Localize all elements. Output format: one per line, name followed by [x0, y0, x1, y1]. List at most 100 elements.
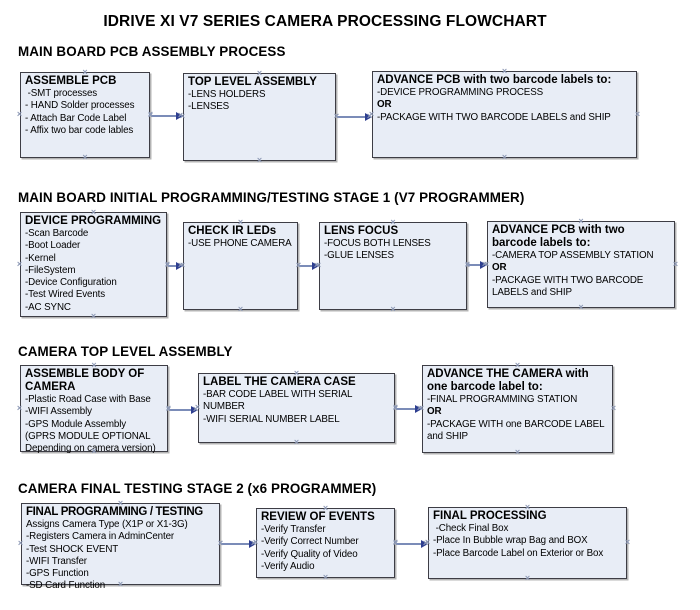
arrowhead-icon [176, 111, 183, 120]
connection-point-icon: × [390, 304, 396, 314]
box-title: ADVANCE PCB with two barcode labels to: [492, 224, 625, 249]
connection-point-icon: × [82, 152, 88, 162]
box-line: -AC SYNC [25, 301, 71, 313]
page-title: IDRIVE XI V7 SERIES CAMERA PROCESSING FL… [103, 13, 547, 30]
box-line: OR [377, 99, 392, 111]
connector-arrow: ×× [165, 261, 183, 271]
arrowhead-icon [421, 539, 428, 548]
box-line: -Scan Barcode [25, 228, 89, 239]
connection-point-icon: × [578, 302, 584, 312]
box-line: - Attach Bar Code Label [25, 112, 127, 124]
connector-arrow: ×× [334, 112, 372, 122]
section-heading-pcb-assembly: MAIN BOARD PCB ASSEMBLY PROCESS [18, 44, 286, 59]
flow-box-assemble-pcb: ASSEMBLE PCB -SMT processes - HAND Solde… [17, 68, 153, 162]
box-line: -Check Final Box [433, 523, 509, 534]
connector-line [299, 265, 314, 267]
box-title: REVIEW OF EVENTS [261, 511, 375, 523]
connection-point-icon: × [672, 258, 679, 269]
connector-arrow: ×× [296, 261, 319, 271]
box-line: -CAMERA TOP ASSEMBLY STATION [492, 250, 654, 261]
box-line: -GLUE LENSES [324, 250, 394, 262]
connection-point-icon: × [16, 258, 23, 269]
connector-line [337, 116, 367, 118]
connection-point-icon: × [237, 304, 244, 314]
box-line: - Affix two bar code lables [25, 124, 134, 136]
box-line: -GPS Module Assembly [25, 418, 127, 430]
connector-arrow: ×× [148, 111, 183, 121]
connector-arrow: ×× [393, 539, 428, 549]
box-line: -Place In Bubble wrap Bag and BOX [433, 535, 588, 547]
box-line: -WIFI Assembly [25, 406, 92, 418]
box-line: OR [427, 406, 442, 418]
flow-box-advance-camera: ADVANCE THE CAMERA with one barcode labe… [419, 361, 616, 457]
box-line: -PACKAGE WITH TWO BARCODE LABELS and SHI… [377, 111, 611, 123]
box-title: TOP LEVEL ASSEMBLY [188, 76, 317, 88]
box-title: FINAL PROGRAMMING / TESTING [26, 506, 203, 518]
box-line: -Registers Camera in AdminCenter [26, 531, 175, 543]
box-line: -Plastic Road Case with Base [25, 394, 151, 405]
flow-box-advance-pcb-stage1: ADVANCE PCB with two barcode labels to: … [369, 67, 640, 162]
flow-box-advance-pcb-stage2: ADVANCE PCB with two barcode labels to: … [484, 217, 678, 312]
box-line: OR [492, 262, 507, 274]
connection-point-icon: × [501, 152, 508, 162]
connection-point-icon: × [524, 573, 531, 583]
connector-arrow: ×× [465, 260, 487, 270]
box-line: -LENSES [188, 101, 230, 113]
box-title: FINAL PROCESSING [433, 510, 547, 522]
box-line: -Device Configuration [25, 277, 117, 289]
arrowhead-icon [176, 261, 183, 270]
box-line: -DEVICE PROGRAMMING PROCESS [377, 87, 544, 98]
connection-point-icon: × [634, 108, 641, 119]
connector-line [396, 408, 417, 410]
box-line: -FOCUS BOTH LENSES [324, 238, 431, 249]
box-line: - HAND Solder processes [25, 100, 135, 112]
connection-point-icon: × [293, 437, 300, 447]
box-line: -Place Barcode Label on Exterior or Box [433, 547, 604, 559]
box-line: -FINAL PROGRAMMING STATION [427, 394, 578, 405]
flow-box-review-of-events: REVIEW OF EVENTS -Verify Transfer -Verif… [253, 504, 398, 582]
box-line: -WIFI SERIAL NUMBER LABEL [203, 413, 340, 425]
box-line: -Verify Quality of Video [261, 548, 358, 560]
connection-point-icon: × [322, 572, 329, 582]
section-heading-final-testing: CAMERA FINAL TESTING STAGE 2 (x6 PROGRAM… [18, 481, 377, 496]
connection-point-icon: × [16, 109, 23, 119]
flow-box-final-programming-testing: FINAL PROGRAMMING / TESTING Assigns Came… [18, 499, 223, 592]
connector-line [151, 115, 178, 117]
connector-line [221, 543, 251, 545]
box-line: Assigns Camera Type (X1P or X1-3G) [26, 519, 188, 530]
box-line: -Verify Correct Number [261, 536, 359, 548]
connection-point-icon: × [256, 155, 263, 165]
box-line: -SD Card Function [26, 580, 106, 592]
section-heading-camera-top-assembly: CAMERA TOP LEVEL ASSEMBLY [18, 344, 233, 359]
flow-box-top-level-assembly: TOP LEVEL ASSEMBLY -LENS HOLDERS -LENSES… [180, 69, 339, 165]
box-line: -Kernel [25, 252, 56, 264]
connection-point-icon: × [17, 538, 24, 548]
arrowhead-icon [312, 261, 319, 270]
connector-line [468, 264, 482, 266]
box-line: -PACKAGE WITH TWO BARCODE LABELS and SHI… [492, 274, 646, 298]
box-line: -WIFI Transfer [26, 555, 87, 567]
box-title: CHECK IR LEDs [188, 225, 277, 237]
arrowhead-icon [480, 260, 487, 269]
flow-box-assemble-body: ASSEMBLE BODY OF CAMERA -Plastic Road Ca… [17, 361, 171, 456]
arrowhead-icon [191, 405, 198, 414]
connection-point-icon: × [610, 403, 617, 413]
connector-line [169, 409, 193, 411]
box-title: DEVICE PROGRAMMING [25, 215, 162, 227]
box-line: -Boot Loader [25, 240, 81, 252]
connection-point-icon: × [514, 447, 521, 457]
box-title: ADVANCE PCB with two barcode labels to: [377, 74, 612, 86]
box-line: -PACKAGE WITH one BARCODE LABEL and SHIP [427, 418, 607, 442]
box-title: LENS FOCUS [324, 225, 399, 237]
flow-box-final-processing: FINAL PROCESSING -Check Final Box -Place… [425, 503, 630, 583]
box-line: -Test SHOCK EVENT [26, 543, 119, 555]
box-line: Depending on camera version) [25, 443, 156, 455]
section-heading-initial-programming: MAIN BOARD INITIAL PROGRAMMING/TESTING S… [18, 190, 525, 205]
flow-box-lens-focus: LENS FOCUS -FOCUS BOTH LENSES -GLUE LENS… [316, 218, 470, 314]
flow-box-label-camera-case: LABEL THE CAMERA CASE -BAR CODE LABEL WI… [195, 369, 398, 447]
connector-line [396, 543, 423, 545]
box-line: -FileSystem [25, 264, 76, 276]
flow-box-check-ir-leds: CHECK IR LEDs -USE PHONE CAMERA ×××× [180, 218, 301, 314]
box-line: -BAR CODE LABEL WITH SERIAL NUMBER [203, 389, 355, 413]
